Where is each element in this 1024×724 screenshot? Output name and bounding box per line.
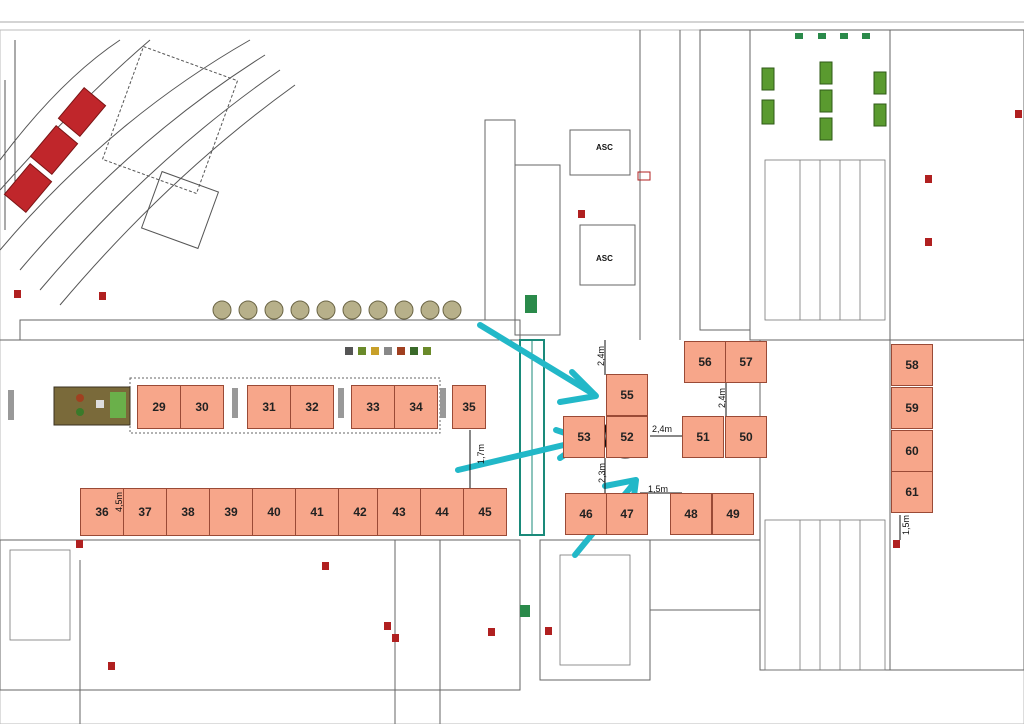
dimension-label: 1,5m <box>901 515 911 536</box>
auditorium-seating <box>0 39 296 306</box>
dimension-label: 1,5m <box>648 484 669 494</box>
booth-49[interactable]: 49 <box>712 493 754 535</box>
booth-55[interactable]: 55 <box>606 374 648 416</box>
booth-47[interactable]: 47 <box>606 493 648 535</box>
dimension-label: 2,4m <box>652 424 673 434</box>
escalators <box>9 159 886 671</box>
booth-50[interactable]: 50 <box>725 416 767 458</box>
exit-signs <box>520 33 870 617</box>
booth-51[interactable]: 51 <box>682 416 724 458</box>
booth-33[interactable]: 33 <box>351 385 395 429</box>
dimension-label: 2,4m <box>717 388 727 409</box>
dimension-label: 2,4m <box>596 346 606 367</box>
dimension-label: 2,3m <box>597 463 607 484</box>
booth-45[interactable]: 45 <box>463 488 507 536</box>
booth-37[interactable]: 37 <box>123 488 167 536</box>
red-seats <box>3 86 107 214</box>
dimension-label: 1,7m <box>476 444 486 465</box>
booth-35[interactable]: 35 <box>452 385 486 429</box>
booth-58[interactable]: 58 <box>891 344 933 386</box>
booth-56[interactable]: 56 <box>684 341 726 383</box>
booth-61[interactable]: 61 <box>891 471 933 513</box>
booth-39[interactable]: 39 <box>209 488 253 536</box>
booth-38[interactable]: 38 <box>166 488 210 536</box>
booth-53[interactable]: 53 <box>563 416 605 458</box>
booth-48[interactable]: 48 <box>670 493 712 535</box>
booth-44[interactable]: 44 <box>420 488 464 536</box>
booth-60[interactable]: 60 <box>891 430 933 472</box>
bin-row <box>345 347 431 355</box>
kiosk-block <box>53 386 131 426</box>
booth-57[interactable]: 57 <box>725 341 767 383</box>
booth-46[interactable]: 46 <box>565 493 607 535</box>
booth-32[interactable]: 32 <box>290 385 334 429</box>
booth-36[interactable]: 36 <box>80 488 124 536</box>
booth-30[interactable]: 30 <box>180 385 224 429</box>
booth-40[interactable]: 40 <box>252 488 296 536</box>
booth-41[interactable]: 41 <box>295 488 339 536</box>
booth-52[interactable]: 52 <box>606 416 648 458</box>
booth-43[interactable]: 43 <box>377 488 421 536</box>
green-planters <box>761 61 887 141</box>
booth-59[interactable]: 59 <box>891 387 933 429</box>
booth-34[interactable]: 34 <box>394 385 438 429</box>
tree-row <box>212 300 462 320</box>
booth-31[interactable]: 31 <box>247 385 291 429</box>
elevator-label: ASC <box>596 143 613 152</box>
elevator-label: ASC <box>596 254 613 263</box>
booth-42[interactable]: 42 <box>338 488 382 536</box>
dimension-label: 4,5m <box>114 492 124 513</box>
extinguisher-markers <box>14 110 1022 670</box>
booth-29[interactable]: 29 <box>137 385 181 429</box>
